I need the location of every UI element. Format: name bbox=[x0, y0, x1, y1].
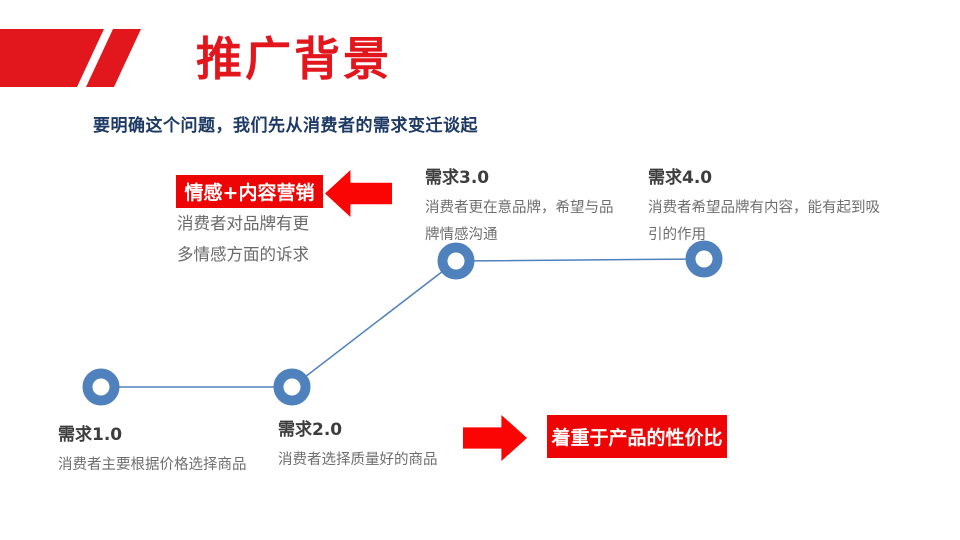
node-demand-3 bbox=[437, 242, 475, 280]
stage-3-desc-line1: 消费者更在意品牌，希望与品 bbox=[425, 200, 614, 216]
stage-demand-2: 需求2.0 消费者选择质量好的商品 bbox=[278, 415, 478, 474]
stage-1-desc-line1: 消费者主要根据价格选择商品 bbox=[58, 457, 247, 473]
stage-1-label: 需求1.0 bbox=[58, 425, 123, 445]
stage-2-description: 消费者选择质量好的商品 bbox=[278, 447, 478, 474]
stage-2-desc-line1: 消费者选择质量好的商品 bbox=[278, 452, 438, 468]
node-demand-1 bbox=[82, 368, 120, 406]
emotion-marketing-description: 消费者对品牌有更 多情感方面的诉求 bbox=[177, 208, 309, 270]
stage-1-description: 消费者主要根据价格选择商品 bbox=[58, 452, 288, 479]
stage-3-desc-line2: 牌情感沟通 bbox=[425, 227, 498, 243]
emotion-desc-line1: 消费者对品牌有更 bbox=[177, 214, 309, 233]
stage-2-label: 需求2.0 bbox=[278, 420, 343, 440]
stage-demand-4: 需求4.0 消费者希望品牌有内容，能有起到吸 引的作用 bbox=[648, 163, 898, 249]
node-demand-2 bbox=[273, 368, 311, 406]
stage-4-desc-line1: 消费者希望品牌有内容，能有起到吸 bbox=[648, 200, 880, 216]
stage-demand-3: 需求3.0 消费者更在意品牌，希望与品 牌情感沟通 bbox=[425, 163, 640, 249]
stage-3-description: 消费者更在意品牌，希望与品 牌情感沟通 bbox=[425, 195, 640, 249]
stage-demand-1: 需求1.0 消费者主要根据价格选择商品 bbox=[58, 420, 288, 479]
stage-4-desc-line2: 引的作用 bbox=[648, 227, 706, 243]
value-for-money-badge: 着重于产品的性价比 bbox=[547, 415, 727, 458]
slide-subtitle: 要明确这个问题，我们先从消费者的需求变迁谈起 bbox=[93, 116, 478, 136]
node-demand-4 bbox=[685, 240, 723, 278]
corner-slash-icon bbox=[0, 29, 141, 87]
page-title: 推广背景 bbox=[196, 32, 392, 86]
emotion-desc-line2: 多情感方面的诉求 bbox=[177, 245, 309, 264]
stage-4-description: 消费者希望品牌有内容，能有起到吸 引的作用 bbox=[648, 195, 898, 249]
left-arrow-icon bbox=[325, 170, 392, 217]
timeline-line bbox=[101, 258, 705, 388]
stage-3-label: 需求3.0 bbox=[425, 168, 490, 188]
stage-4-label: 需求4.0 bbox=[648, 168, 713, 188]
emotion-marketing-badge: 情感+内容营销 bbox=[176, 175, 323, 208]
